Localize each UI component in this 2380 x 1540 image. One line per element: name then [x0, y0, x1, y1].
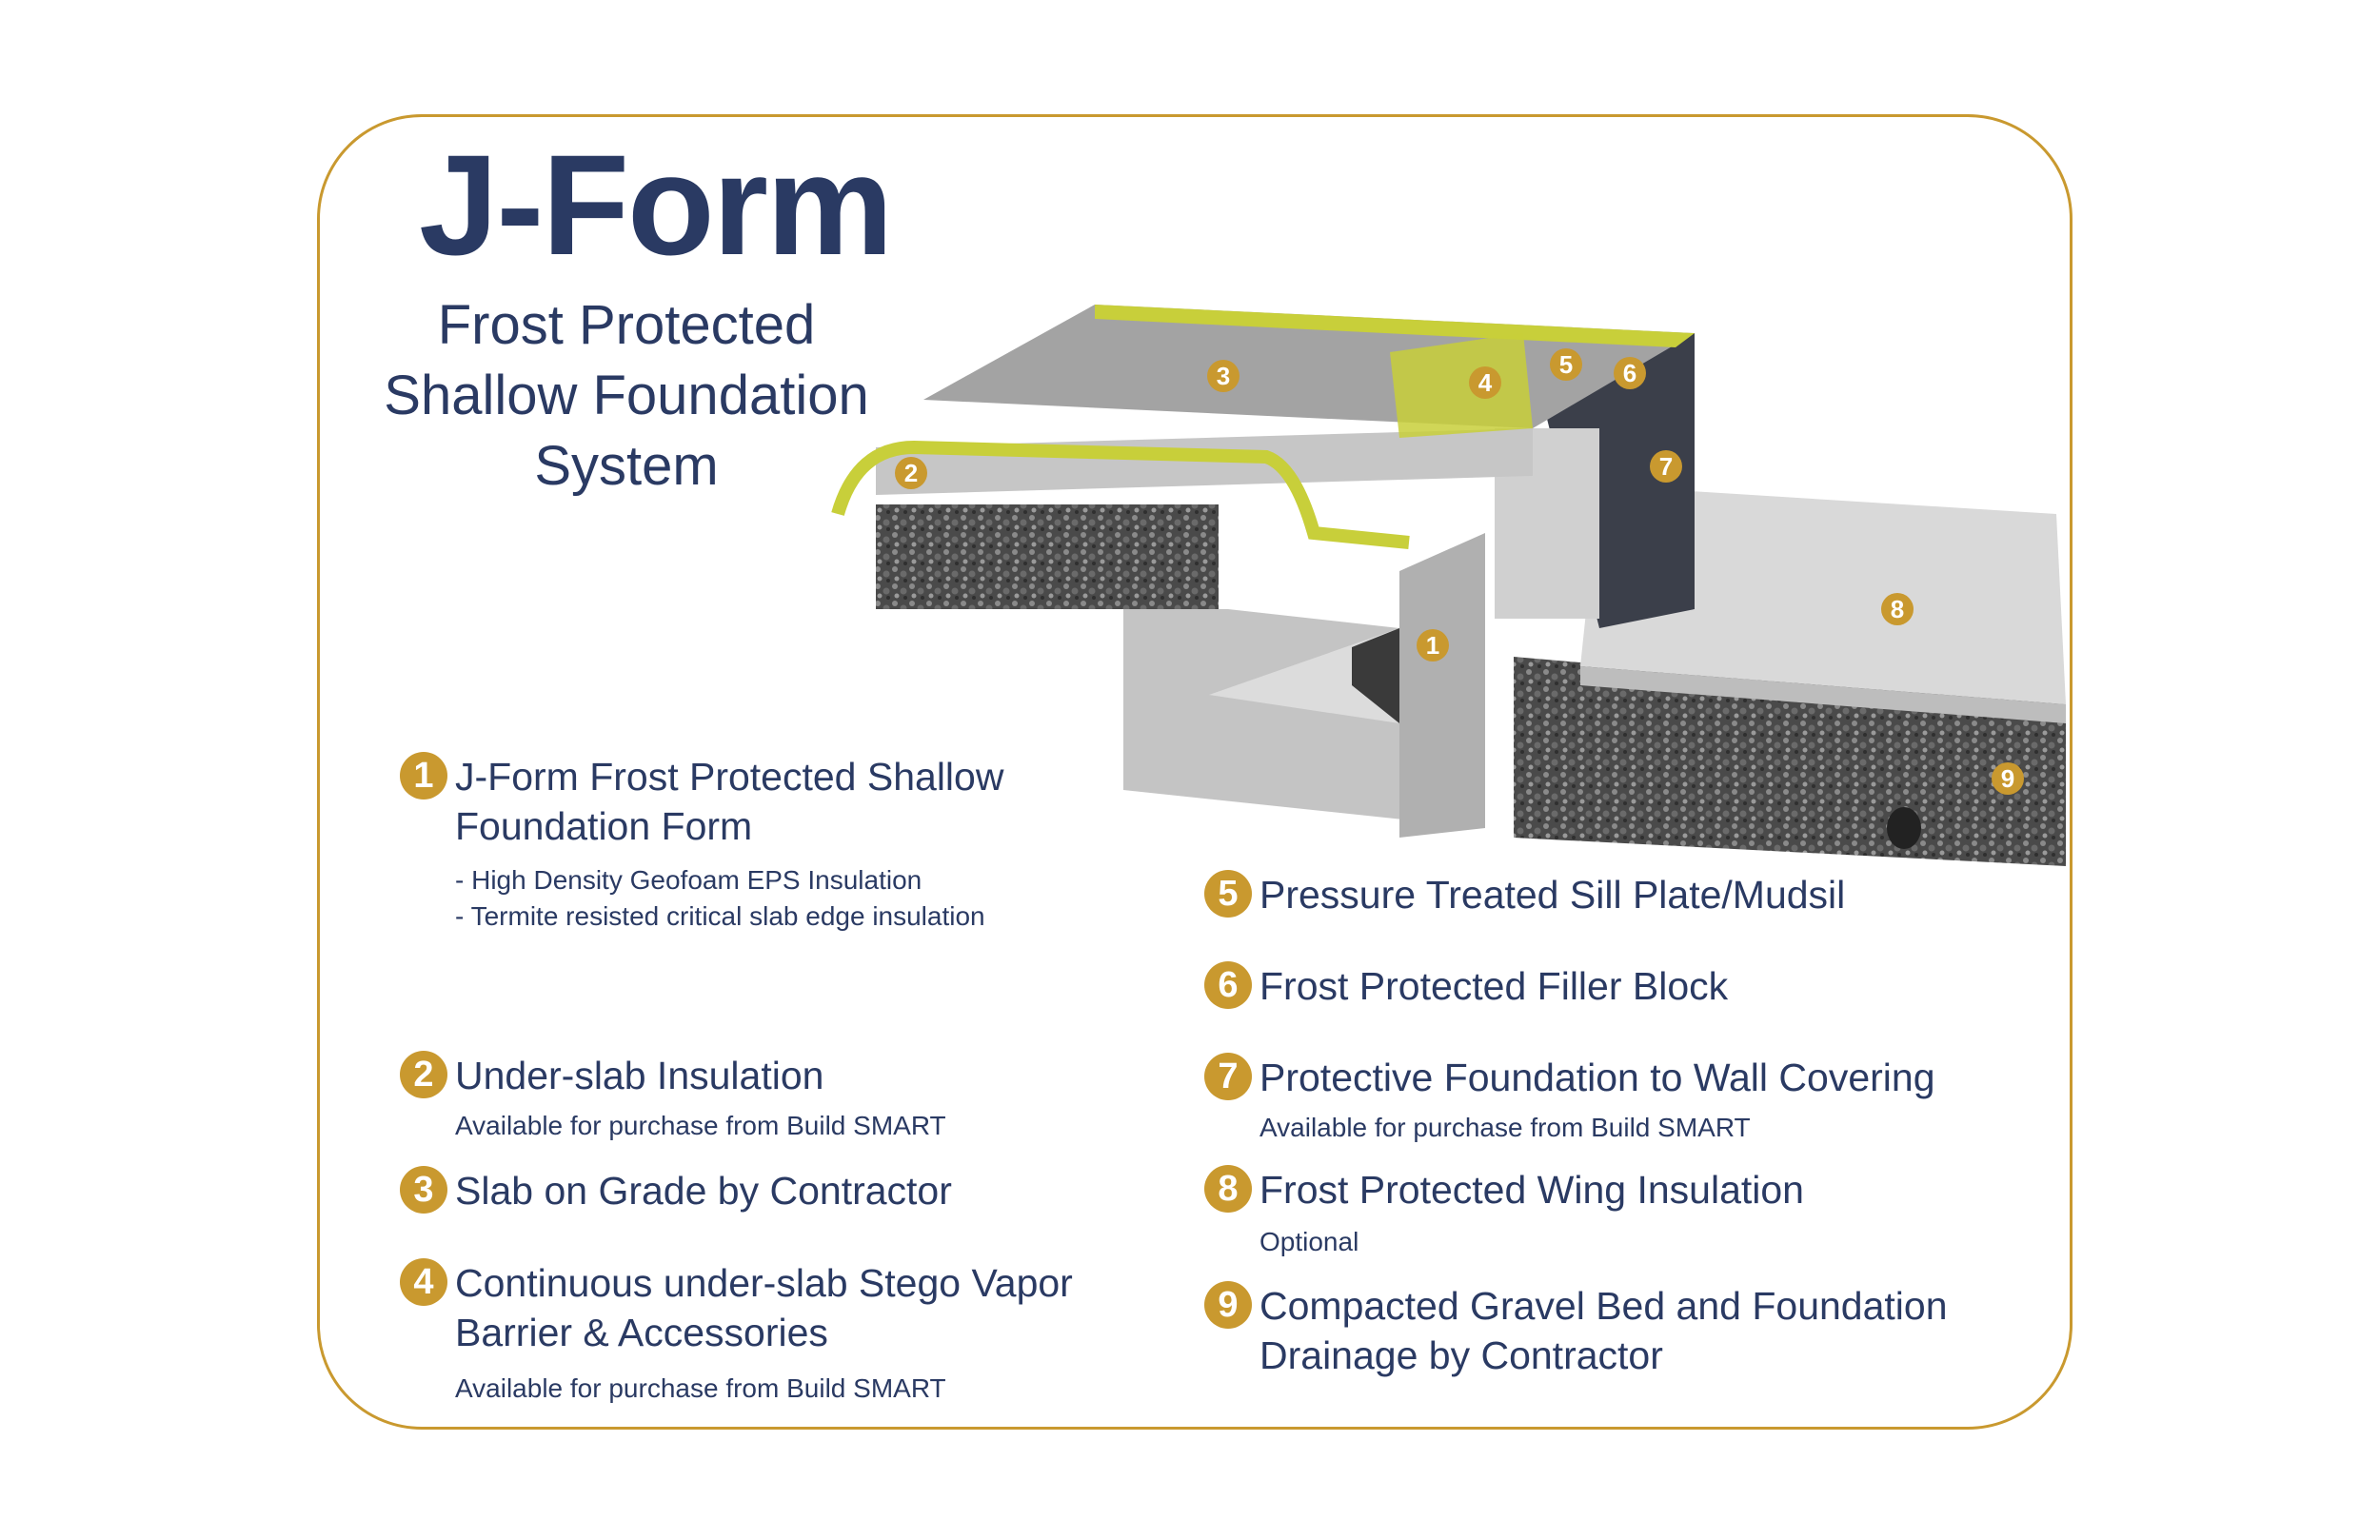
marker-6: [1614, 357, 1646, 389]
foundation-diagram: 1 2 3 4 5 6 7 8 9: [809, 286, 2075, 876]
marker-2: [895, 457, 927, 489]
legend-sublabel: Available for purchase from Build SMART: [455, 1111, 946, 1140]
subtitle-line: Frost Protected: [437, 294, 816, 356]
insulation-edge: [831, 440, 1410, 549]
under-slab-insulation: [1390, 333, 1533, 438]
legend-label: Protective Foundation to Wall Covering: [1259, 1056, 1935, 1099]
marker-5: [1550, 348, 1582, 381]
marker-1-label: 1: [1426, 631, 1439, 660]
legend-label: Compacted Gravel Bed and Foundation: [1259, 1284, 1948, 1328]
legend-number-badge: 2: [400, 1051, 447, 1098]
marker-8: [1881, 593, 1914, 625]
marker-6-label: 6: [1623, 359, 1636, 387]
page-title: J-Form: [419, 125, 893, 285]
gravel-bed-left: [876, 504, 1219, 609]
marker-8-label: 8: [1891, 595, 1904, 623]
legend-number-badge: 4: [400, 1258, 447, 1306]
legend-label: Foundation Form: [455, 804, 753, 848]
marker-2-label: 2: [904, 459, 918, 487]
subtitle-line: System: [534, 435, 719, 497]
legend-number-badge: 7: [1204, 1053, 1252, 1100]
legend-number-badge: 5: [1204, 870, 1252, 918]
legend-sublabel: Available for purchase from Build SMART: [1259, 1113, 1751, 1142]
subtitle: Frost Protected Shallow Foundation Syste…: [350, 290, 902, 502]
legend-label: Pressure Treated Sill Plate/Mudsil: [1259, 873, 1846, 917]
legend-number-badge: 1: [400, 752, 447, 800]
legend-label: Drainage by Contractor: [1259, 1333, 1663, 1377]
marker-3-label: 3: [1217, 362, 1230, 390]
legend-sublabel: - High Density Geofoam EPS Insulation: [455, 865, 922, 895]
legend-number-badge: 8: [1204, 1165, 1252, 1213]
marker-7: [1650, 450, 1682, 483]
marker-9: [1992, 762, 2024, 795]
legend-number-badge: 3: [400, 1166, 447, 1214]
legend-sublabel: - Termite resisted critical slab edge in…: [455, 901, 985, 931]
wall-covering: [1533, 333, 1695, 628]
vapor-barrier: [1095, 305, 1695, 347]
legend-label: Slab on Grade by Contractor: [455, 1169, 952, 1213]
marker-9-label: 9: [2001, 764, 2014, 793]
marker-5-label: 5: [1559, 350, 1573, 379]
legend-label: Frost Protected Filler Block: [1259, 964, 1729, 1008]
marker-3: [1207, 360, 1240, 392]
marker-4: [1469, 366, 1501, 399]
legend-label: Frost Protected Wing Insulation: [1259, 1168, 1804, 1212]
legend-label: Barrier & Accessories: [455, 1311, 828, 1354]
legend-sublabel: Available for purchase from Build SMART: [455, 1373, 946, 1403]
marker-7-label: 7: [1659, 452, 1673, 481]
legend-number-badge: 6: [1204, 961, 1252, 1009]
drain-pipe: [1887, 807, 1921, 849]
legend-label: Continuous under-slab Stego Vapor: [455, 1261, 1073, 1305]
legend-number-badge: 9: [1204, 1281, 1252, 1329]
marker-4-label: 4: [1478, 368, 1493, 397]
legend-label: Under-slab Insulation: [455, 1054, 824, 1097]
rounded-frame: [317, 114, 2073, 1430]
wing-insulation: [1580, 485, 2066, 704]
subtitle-line: Shallow Foundation: [384, 365, 869, 426]
legend-sublabel: Optional: [1259, 1227, 1359, 1256]
marker-1: [1417, 629, 1449, 661]
legend-label: J-Form Frost Protected Shallow: [455, 755, 1004, 799]
